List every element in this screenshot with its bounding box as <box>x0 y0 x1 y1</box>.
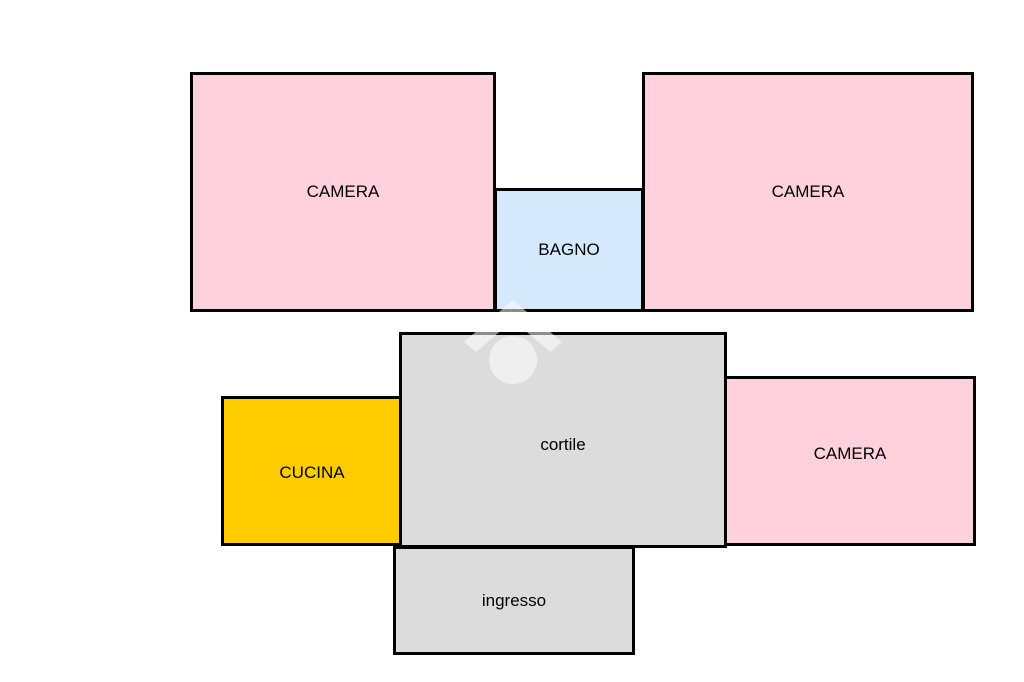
room-cucina: CUCINA <box>221 396 403 546</box>
room-camera-bottom-right: CAMERA <box>724 376 976 546</box>
room-label: CAMERA <box>813 444 887 463</box>
room-cortile: cortile <box>399 332 727 548</box>
room-camera-top-right: CAMERA <box>642 72 974 312</box>
room-ingresso: ingresso <box>393 546 635 655</box>
room-label: CUCINA <box>279 463 345 482</box>
room-label: ingresso <box>481 590 547 610</box>
room-camera-top-left: CAMERA <box>190 72 496 312</box>
room-label: CAMERA <box>771 182 845 201</box>
room-label: BAGNO <box>538 240 600 259</box>
room-bagno: BAGNO <box>494 188 644 312</box>
room-label: CAMERA <box>306 182 380 201</box>
room-label: cortile <box>540 435 586 454</box>
